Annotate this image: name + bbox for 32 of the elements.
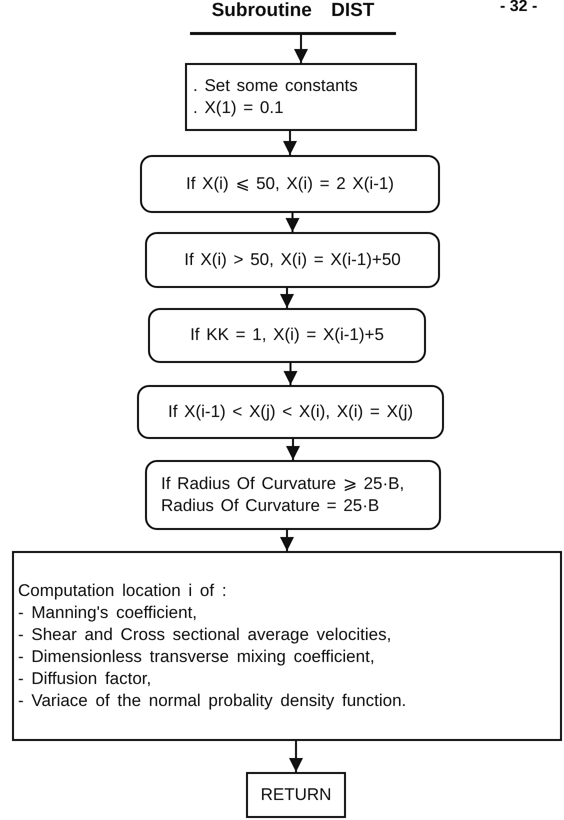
condition-box — [148, 308, 426, 363]
box-heading: Computation location i of : — [18, 580, 228, 602]
arrow — [289, 741, 303, 772]
list-item: - Manning's coefficient, — [18, 602, 198, 624]
condition-box — [140, 155, 440, 213]
box-text: If X(i-1) < X(j) < X(i), X(i) = X(j) — [166, 400, 414, 423]
list-item: - Diffusion factor, — [18, 668, 152, 690]
list-item: - Variace of the normal probality density function. — [18, 690, 408, 712]
condition-box — [145, 460, 441, 530]
box-text: If X(i) ⩽ 50, X(i) = 2 X(i-1) — [185, 172, 395, 195]
list-item: - Shear and Cross sectional average velocities, — [18, 624, 392, 646]
process-box — [12, 551, 562, 741]
box-text: If KK = 1, X(i) = X(i-1)+5 — [189, 324, 385, 346]
list-item: - Dimensionless transverse mixing coefficient, — [18, 646, 376, 668]
arrow — [294, 35, 308, 63]
arrow — [283, 131, 297, 155]
arrow — [280, 288, 294, 308]
arrow — [286, 439, 300, 460]
box-text: RETURN — [260, 784, 332, 806]
arrow — [280, 530, 294, 551]
arrow — [284, 363, 298, 385]
condition-box — [137, 385, 444, 439]
box-text: If Radius Of Curvature ⩾ 25·B, Radius Of Curvature = 25·B — [161, 472, 406, 517]
page-number: - 32 - — [500, 0, 538, 16]
box-text: If X(i) > 50, X(i) = X(i-1)+50 — [183, 248, 402, 271]
arrow — [286, 213, 300, 232]
condition-box — [145, 232, 440, 288]
process-box — [246, 772, 346, 818]
title: Subroutine DIST — [190, 0, 396, 35]
process-box — [185, 63, 417, 131]
box-text: . X(1) = 0.1 — [193, 97, 285, 119]
box-text: . Set some constants — [193, 74, 359, 97]
